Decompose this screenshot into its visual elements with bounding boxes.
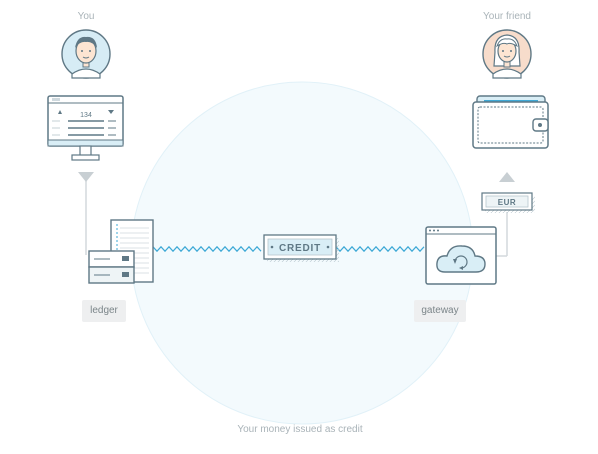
arrow-up-to-eur xyxy=(496,172,515,257)
zigzag-right xyxy=(335,245,425,253)
eur-label: EUR xyxy=(498,198,516,207)
friend-label: Your friend xyxy=(483,11,531,22)
credit-note-icon: CREDIT xyxy=(263,234,339,262)
ledger-tag: ledger xyxy=(82,300,126,322)
monitor-icon: 134 xyxy=(47,95,124,161)
user-avatar-icon xyxy=(61,29,111,79)
cloud-gateway-icon xyxy=(425,226,497,285)
arrow-down-to-ledger xyxy=(78,172,94,255)
credit-label: CREDIT xyxy=(279,243,321,254)
monitor-value: 134 xyxy=(80,112,92,119)
friend-avatar-icon xyxy=(482,29,532,79)
diagram-caption: Your money issued as credit xyxy=(237,424,363,435)
ledger-server-icon xyxy=(88,219,154,284)
eur-note-icon: EUR xyxy=(481,192,535,213)
gateway-tag: gateway xyxy=(414,300,466,322)
zigzag-left xyxy=(152,245,262,253)
wallet-icon xyxy=(472,95,549,149)
you-label: You xyxy=(77,11,95,22)
